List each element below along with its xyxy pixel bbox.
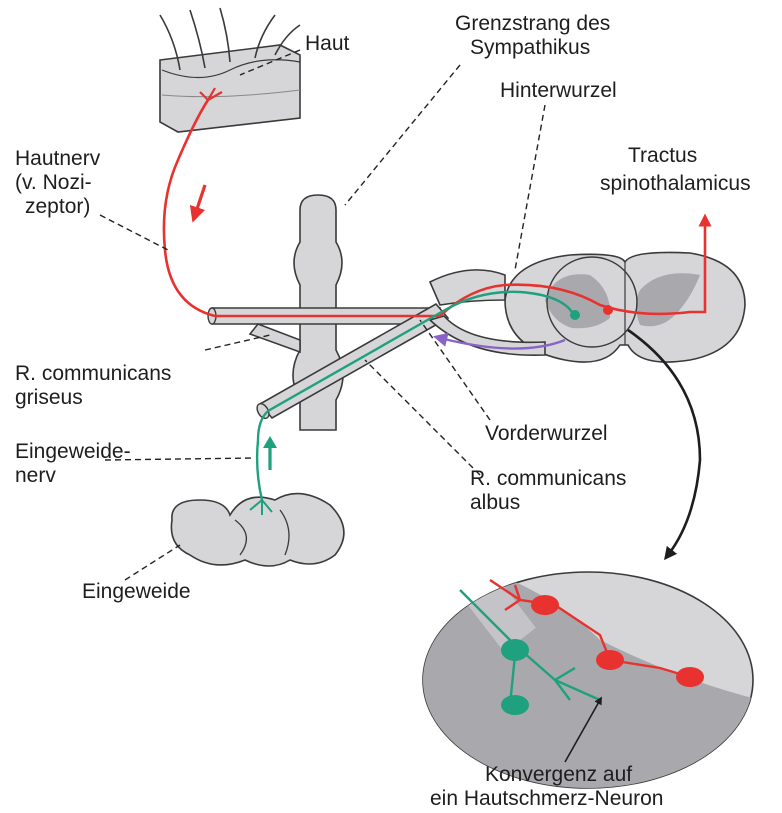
label-eingeweide: Eingeweide (82, 580, 191, 603)
skin-signal-arrow-icon (195, 185, 205, 215)
label-tractus-line2: spinothalamicus (600, 172, 751, 195)
label-eingeweidenerv-line2: nerv (15, 464, 56, 487)
label-r-griseus-line2: griseus (15, 386, 83, 409)
label-r-griseus-line1: R. communicans (15, 362, 171, 385)
label-hautnerv-line3: zeptor) (25, 195, 90, 218)
label-hinterwurzel: Hinterwurzel (500, 79, 617, 102)
skin-block (160, 8, 300, 132)
label-eingeweidenerv-line1: Eingeweide- (15, 440, 131, 463)
label-grenzstrang-line2: Sympathikus (470, 36, 590, 59)
label-tractus-line1: Tractus (628, 144, 697, 167)
label-konvergenz-line1: Konvergenz auf (485, 763, 632, 786)
zoom-arrow-icon (628, 330, 700, 555)
label-r-albus-line1: R. communicans (470, 467, 626, 490)
label-r-albus-line2: albus (470, 491, 520, 514)
label-vorderwurzel: Vorderwurzel (485, 422, 608, 445)
label-haut: Haut (305, 32, 350, 55)
label-hautnerv-line2: (v. Nozi- (15, 171, 92, 194)
label-hautnerv-line1: Hautnerv (15, 147, 101, 170)
label-konvergenz-line2: ein Hautschmerz-Neuron (430, 787, 663, 810)
label-grenzstrang-line1: Grenzstrang des (455, 12, 610, 35)
